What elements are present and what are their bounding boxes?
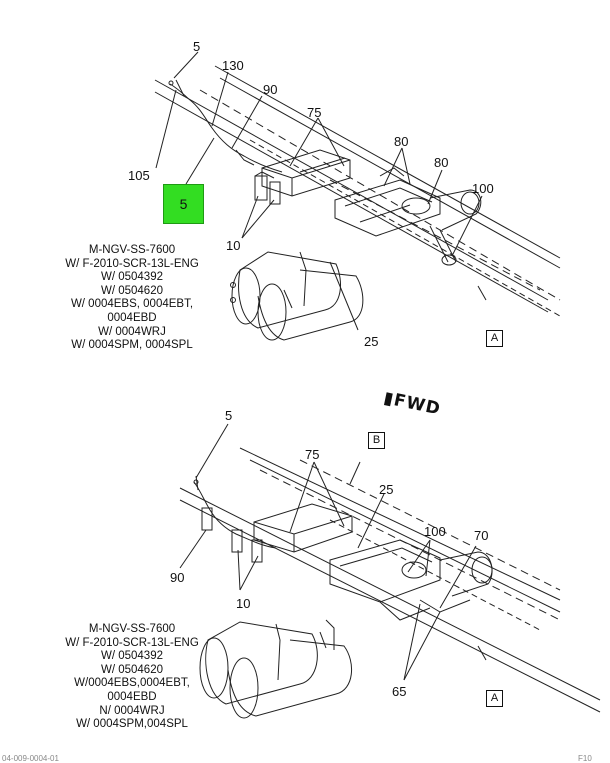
- callout-5: 5: [193, 39, 200, 54]
- callout-10: 10: [226, 238, 240, 253]
- callout-105: 105: [128, 168, 150, 183]
- callout-80-b: 80: [434, 155, 448, 170]
- callout-75-b: 75: [305, 447, 319, 462]
- note-line: W/ 0504620: [100, 284, 163, 297]
- top-callouts: 5 130 90 75 80 80 100 105 10 25: [128, 39, 494, 349]
- bottom-module: [253, 503, 353, 553]
- note-line: W/ 0504620: [100, 663, 163, 676]
- top-hanger: [429, 189, 482, 266]
- note-line: W/ 0504392: [100, 650, 163, 663]
- highlighted-callout-5[interactable]: 5: [163, 184, 204, 224]
- callout-25-b: 25: [379, 482, 393, 497]
- callout-100-b: 100: [424, 524, 446, 539]
- note-line: N/ 0004WRJ: [99, 704, 165, 717]
- callout-90-b: 90: [170, 570, 184, 585]
- note-line: W/ 0004SPM,004SPL: [76, 718, 188, 731]
- bottom-callouts: 5 75 25 100 70 90 10 65: [170, 408, 488, 699]
- callout-100: 100: [472, 181, 494, 196]
- bottom-applicability-note: M-NGV-SS-7600 W/ F-2010-SCR-13L-ENG W/ 0…: [52, 623, 212, 732]
- note-line: 0004EBD: [107, 311, 157, 324]
- note-line: W/ 0004SPM, 0004SPL: [71, 339, 193, 352]
- callout-5-b: 5: [225, 408, 232, 423]
- note-line: W/ 0004EBS, 0004EBT,: [70, 298, 194, 311]
- callout-90: 90: [263, 82, 277, 97]
- bottom-crossmember: [329, 539, 441, 621]
- bottom-harness: [193, 475, 277, 549]
- bottom-air-tanks: [199, 619, 353, 719]
- note-line: M-NGV-SS-7600: [88, 244, 176, 256]
- callout-10-b: 10: [236, 596, 250, 611]
- callout-70: 70: [474, 528, 488, 543]
- top-harness: [168, 79, 283, 173]
- view-label-a-top: A: [486, 330, 503, 347]
- note-line: W/ F-2010-SCR-13L-ENG: [65, 257, 199, 270]
- callout-25: 25: [364, 334, 378, 349]
- view-label-a-bottom: A: [486, 690, 503, 707]
- top-applicability-note: M-NGV-SS-7600 W/ F-2010-SCR-13L-ENG W/ 0…: [52, 244, 212, 353]
- footer-drawing-number: 04-009-0004-01: [2, 754, 59, 763]
- callout-130: 130: [222, 58, 244, 73]
- note-line: W/ F-2010-SCR-13L-ENG: [65, 636, 199, 649]
- note-line: W/ 0004WRJ: [98, 325, 166, 338]
- callout-80-a: 80: [394, 134, 408, 149]
- footer-page-code: F10: [578, 754, 592, 763]
- view-label-b: B: [368, 432, 385, 449]
- highlighted-callout-label: 5: [179, 196, 188, 212]
- bottom-brackets: [201, 507, 263, 563]
- top-air-tanks: [230, 251, 364, 341]
- callout-75: 75: [307, 105, 321, 120]
- callout-65: 65: [392, 684, 406, 699]
- note-line: W/ 0504392: [100, 271, 163, 284]
- bottom-leader-lines: [179, 423, 487, 681]
- top-module: [261, 149, 351, 197]
- bottom-frame-rails: [179, 447, 601, 713]
- top-crossmember: [334, 167, 441, 237]
- note-line: W/0004EBS,0004EBT,: [74, 677, 190, 690]
- note-line: M-NGV-SS-7600: [88, 623, 176, 635]
- top-leader-lines: [155, 51, 487, 331]
- note-line: 0004EBD: [107, 690, 157, 703]
